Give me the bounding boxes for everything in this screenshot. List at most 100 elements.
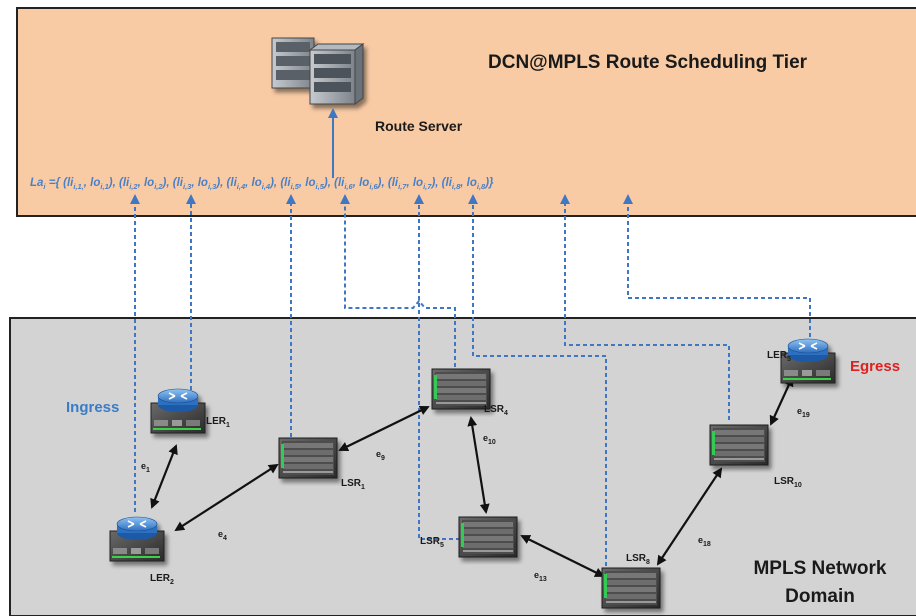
switch-icon — [709, 424, 769, 466]
node-label-lsr4: LSR4 — [484, 404, 508, 417]
formula-lo-6: lo — [413, 177, 423, 189]
formula-comma-4: , — [298, 177, 305, 189]
formula-lo-sub-3: i,4 — [262, 182, 271, 191]
report-path-lsr5 — [414, 194, 460, 540]
link-e10 — [467, 416, 490, 514]
formula-paren-0: ( — [63, 177, 68, 189]
egress-label: Egress — [850, 358, 900, 375]
formula-li-4: li — [284, 177, 291, 189]
formula-prefix-sub: i — [43, 182, 46, 191]
formula-li-7: li — [446, 177, 453, 189]
formula-lo-5: lo — [359, 177, 369, 189]
formula-sep-2: ), — [214, 177, 226, 189]
link-e4 — [174, 463, 279, 532]
router-icon — [150, 388, 206, 434]
formula-comma-0: , — [83, 177, 90, 189]
formula-li-sub-4: i,5 — [291, 182, 300, 191]
formula-lo-2: lo — [198, 177, 208, 189]
route-server-label: Route Server — [375, 118, 463, 134]
route-scheduling-tier — [16, 7, 916, 217]
ingress-label: Ingress — [66, 399, 119, 416]
formula-li-sub-6: i,7 — [398, 182, 407, 191]
formula-opening: ={ — [46, 177, 64, 189]
edge-label-e4: e4 — [218, 529, 227, 542]
report-path-ler5 — [623, 194, 811, 337]
formula-prefix: La — [30, 177, 44, 189]
formula-comma-1: , — [137, 177, 144, 189]
edge-label-e1: e1 — [141, 461, 150, 474]
formula-comma-5: , — [352, 177, 359, 189]
scheduling-tier-title: DCN@MPLS Route Scheduling Tier — [488, 52, 808, 73]
report-path-lsr10 — [560, 194, 730, 420]
switch-icon — [458, 516, 518, 558]
node-label-lsr8: LSR8 — [626, 553, 650, 566]
formula-li-0: li — [67, 177, 74, 189]
formula-li-3: li — [230, 177, 237, 189]
link-e13 — [520, 535, 605, 577]
edge-label-e10: e10 — [483, 433, 496, 446]
formula-li-6: li — [392, 177, 399, 189]
formula-lo-sub-5: i,6 — [369, 182, 378, 191]
server-rack-icon — [271, 37, 365, 105]
formula-paren-2: ( — [173, 177, 178, 189]
edge-label-e19: e19 — [797, 406, 810, 419]
formula-sep-6: ), — [429, 177, 441, 189]
edge-labels: e1 e4 e9 e10 e13 e18 e19 — [141, 406, 810, 583]
formula-paren-1: ( — [119, 177, 124, 189]
formula-li-sub-7: i,8 — [452, 182, 461, 191]
node-label-ler2: LER2 — [150, 573, 174, 586]
formula-lo-0: lo — [90, 177, 100, 189]
node-label-lsr1: LSR1 — [341, 478, 365, 491]
report-path-lsr4 — [340, 194, 456, 367]
switch-icon — [601, 567, 661, 609]
formula-li-sub-1: i,2 — [129, 182, 138, 191]
formula-lo-sub-6: i,7 — [423, 182, 432, 191]
report-path-lsr8 — [468, 194, 607, 566]
formula-lo-sub-0: i,1 — [100, 182, 108, 191]
node-label-lsr5: LSR5 — [420, 536, 444, 549]
formula-sep-7: )} — [483, 177, 494, 189]
formula-li-sub-5: i,6 — [344, 182, 353, 191]
formula-lo-sub-4: i,5 — [316, 182, 325, 191]
formula-paren-3: ( — [227, 177, 232, 189]
formula-comma-7: , — [459, 177, 466, 189]
formula-sep-5: ), — [376, 177, 388, 189]
formula-li-1: li — [123, 177, 130, 189]
label-report-paths — [130, 194, 811, 566]
formula-lo-1: lo — [144, 177, 154, 189]
edge-label-e18: e18 — [698, 535, 711, 548]
formula-comma-3: , — [244, 177, 251, 189]
formula-paren-5: ( — [334, 177, 339, 189]
formula-sep-1: ), — [161, 177, 173, 189]
link-e9 — [338, 406, 430, 451]
formula-li-sub-3: i,4 — [237, 182, 246, 191]
edge-label-e13: e13 — [534, 570, 547, 583]
network-domain-title-line2: Domain — [785, 586, 855, 607]
edge-label-e9: e9 — [376, 449, 385, 462]
node-label-lsr10: LSR10 — [774, 476, 802, 489]
formula-lo-sub-2: i,3 — [208, 182, 217, 191]
formula-paren-7: ( — [442, 177, 447, 189]
formula-lo-sub-1: i,2 — [154, 182, 163, 191]
switch-icon — [431, 368, 491, 410]
link-e19 — [769, 376, 794, 426]
formula-comma-2: , — [190, 177, 197, 189]
formula-li-5: li — [338, 177, 345, 189]
formula-comma-6: , — [405, 177, 412, 189]
formula-lo-sub-7: i,8 — [477, 182, 486, 191]
label-assignment-formula: Lai ={ (lii,1,, loi,1), (lii,2, loi,2), … — [30, 177, 494, 191]
formula-li-2: li — [177, 177, 184, 189]
switch-icon — [278, 437, 338, 479]
formula-lo-4: lo — [305, 177, 315, 189]
node-label-ler1: LER1 — [206, 416, 230, 429]
router-icon — [109, 516, 165, 562]
link-e1 — [150, 444, 178, 509]
formula-sep-4: ), — [322, 177, 334, 189]
physical-links — [150, 376, 794, 577]
formula-paren-4: ( — [280, 177, 285, 189]
formula-sep-0: ), — [107, 177, 119, 189]
formula-lo-3: lo — [252, 177, 262, 189]
formula-sep-3: ), — [268, 177, 280, 189]
